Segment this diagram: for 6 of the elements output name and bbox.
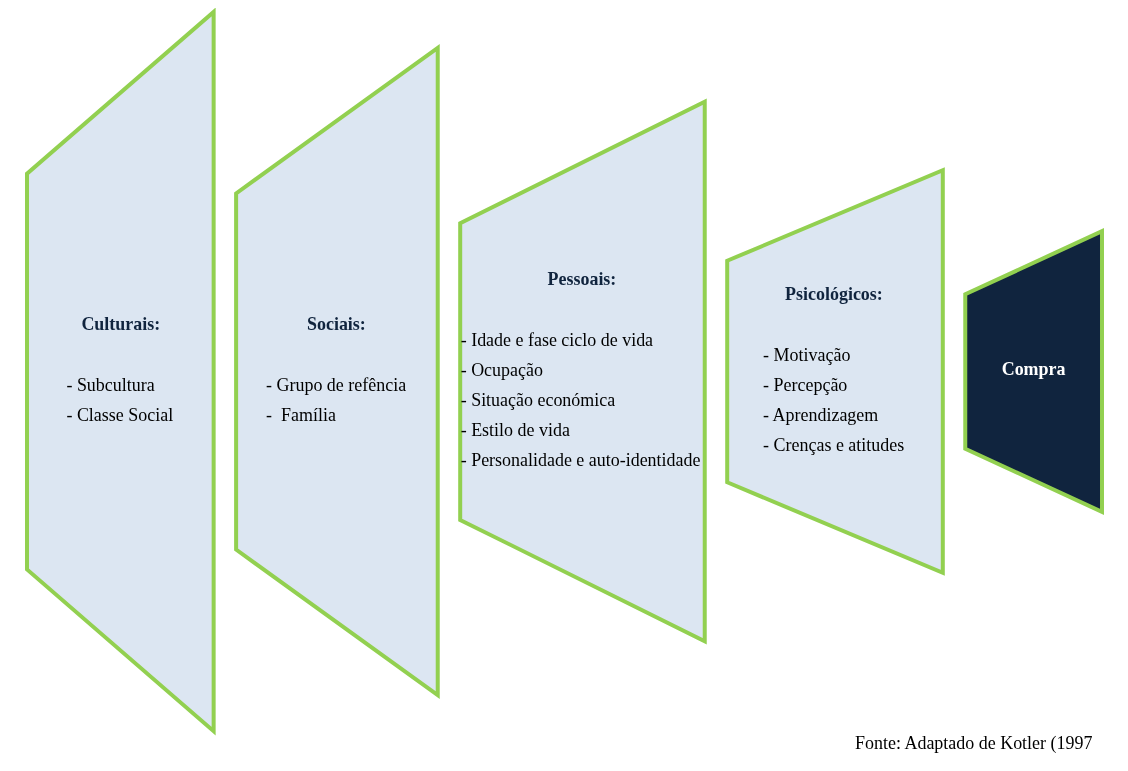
node-box: Compra bbox=[962, 228, 1104, 515]
node-box: Psicológicos: - Motivação - Percepção - Aprendizagem - Crenças e atitudes bbox=[724, 167, 945, 576]
node-box: Pessoais: - Idade e fase ciclo de vida - Ocupação - Situação económica - Estilo de vida - Personalidade e auto-identidade bbox=[457, 98, 707, 645]
caption: Fonte: Adaptado de Kotler (1997 bbox=[854, 733, 1092, 754]
node-box: Culturais: - Subcultura - Classe Social bbox=[24, 8, 216, 736]
node-box: Sociais: - Grupo de refência - Família bbox=[233, 43, 440, 700]
